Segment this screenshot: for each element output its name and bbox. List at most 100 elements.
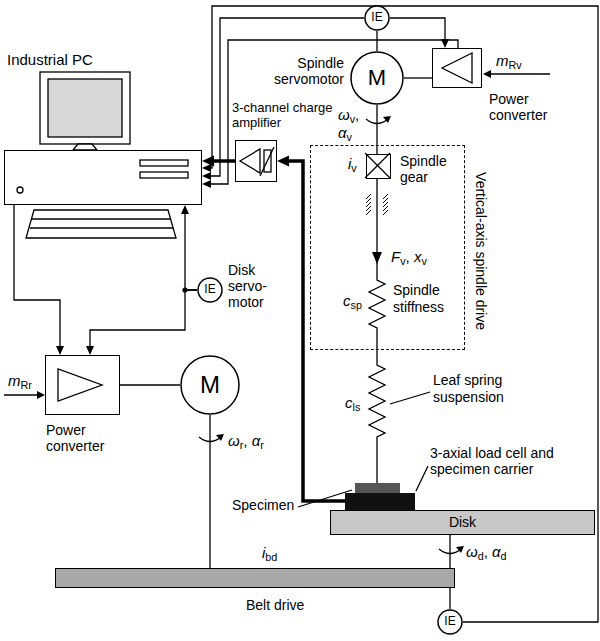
drive-slot <box>140 172 188 178</box>
arrowhead <box>202 156 214 167</box>
symbol-letter: Disk <box>449 514 476 530</box>
charge-signal-line <box>202 156 235 167</box>
screen <box>48 79 122 137</box>
dashed-group-box: Vertical-axis spindle driveSpindle gear <box>310 145 465 350</box>
symbol-label: csp <box>343 292 362 310</box>
symbol-letter: IE <box>204 283 215 297</box>
connector-path <box>390 18 445 39</box>
keyboard <box>26 210 176 238</box>
load-cell-block: 3-axial load cell and specimen carrier <box>345 493 415 510</box>
part-label: Spindle stiffness <box>393 282 461 316</box>
amplifier-triangle <box>240 149 260 173</box>
encoder-circle: IE <box>197 277 223 303</box>
part-label: Power converter <box>489 91 561 123</box>
symbol-label: cls <box>345 394 360 412</box>
gear-cross <box>365 153 390 178</box>
rotation-arrowhead <box>216 434 224 441</box>
belt-band: Belt drive <box>55 568 455 588</box>
arrowhead <box>277 156 289 167</box>
power-wire <box>120 385 180 386</box>
setpoint-arrowhead <box>37 391 45 399</box>
setpoint-line <box>489 73 550 74</box>
part-label: Power converter <box>46 422 121 454</box>
amplifier-triangle <box>442 53 472 83</box>
connector-path <box>289 161 345 501</box>
connector-path <box>211 6 598 622</box>
symbol-letter: IE <box>444 615 455 629</box>
connector-path <box>449 535 450 568</box>
connector-path <box>449 588 450 609</box>
part-label: Spindle servomotor <box>266 55 344 87</box>
arrowhead <box>86 346 94 355</box>
part-label: Belt drive <box>246 597 346 613</box>
signal-line <box>181 205 197 290</box>
charge-signal-line <box>277 156 345 502</box>
part-label: 3-axial load cell and specimen carrier <box>430 445 580 477</box>
leader-line <box>390 392 430 404</box>
amplifier-triangle <box>58 369 102 401</box>
symbol-label: mRv <box>496 52 522 70</box>
motor-circle: MSpindle servomotor <box>350 51 404 105</box>
connector-path <box>376 31 377 51</box>
arrowhead <box>202 164 211 172</box>
shaft <box>450 535 451 568</box>
arrowhead <box>441 39 449 48</box>
disk-plate: Disk <box>330 510 595 535</box>
force-arrowhead <box>372 252 382 264</box>
setpoint-arrowhead <box>483 70 491 78</box>
spindle-shaft-and-springs <box>369 178 385 483</box>
signal-line <box>14 205 64 355</box>
symbol-label: ωv, αv <box>338 106 364 142</box>
connector-path <box>90 290 197 346</box>
leader-line <box>298 490 352 507</box>
symbol-label: ωd, αd <box>466 543 507 561</box>
leader-line <box>416 466 428 491</box>
spindle-gear-box: Spindle gear <box>366 154 391 179</box>
symbol-letter: IE <box>371 11 382 25</box>
symbol-letter: M <box>368 65 386 90</box>
encoder-circle: IE <box>437 609 463 635</box>
shaft <box>210 415 211 568</box>
setpoint-line <box>4 394 38 395</box>
monitor <box>40 72 130 144</box>
motor-circle: MDisk servo-motor <box>180 355 240 415</box>
part-label: Leaf spring suspension <box>433 372 543 406</box>
gear-cross <box>365 153 390 178</box>
signal-line <box>86 290 197 355</box>
power-converter-box: Power converter <box>432 48 482 88</box>
connector-path <box>211 18 364 176</box>
symbol-letter: M <box>200 371 220 399</box>
power-button <box>17 187 23 193</box>
connector-path <box>404 77 432 78</box>
connector-path <box>14 205 60 346</box>
symbol-label: ωr, αr <box>228 432 264 450</box>
arrowhead <box>181 205 189 214</box>
key-row <box>32 218 171 219</box>
power-wire <box>404 78 432 79</box>
part-label: Industrial PC <box>7 51 147 68</box>
shaft <box>450 588 451 609</box>
connector-path <box>120 384 180 385</box>
key-row <box>30 227 173 228</box>
signal-line <box>390 18 449 48</box>
connector-path <box>214 159 235 163</box>
bearing-hatch <box>366 194 388 215</box>
part-label: 3-channel charge amplifier <box>232 101 344 131</box>
part-label: Vertical-axis spindle drive <box>473 172 489 330</box>
symbol-label: mRr <box>8 372 32 390</box>
connector-path <box>185 214 197 290</box>
part-label: Specimen <box>232 497 302 513</box>
connector-path <box>209 415 210 568</box>
arrowhead <box>202 180 211 188</box>
symbol-label: iv <box>348 155 357 173</box>
signal-line <box>202 18 364 180</box>
part-label: Spindle gear <box>400 153 460 185</box>
specimen-block: Specimen <box>355 483 400 493</box>
power-converter-box: Power converter <box>45 355 120 415</box>
signal-line <box>202 6 598 622</box>
shaft <box>377 31 378 51</box>
rotation-arrowhead <box>383 116 391 123</box>
arrowhead <box>56 346 64 355</box>
arrowhead <box>202 172 211 180</box>
rotation-arrowhead <box>456 546 464 553</box>
